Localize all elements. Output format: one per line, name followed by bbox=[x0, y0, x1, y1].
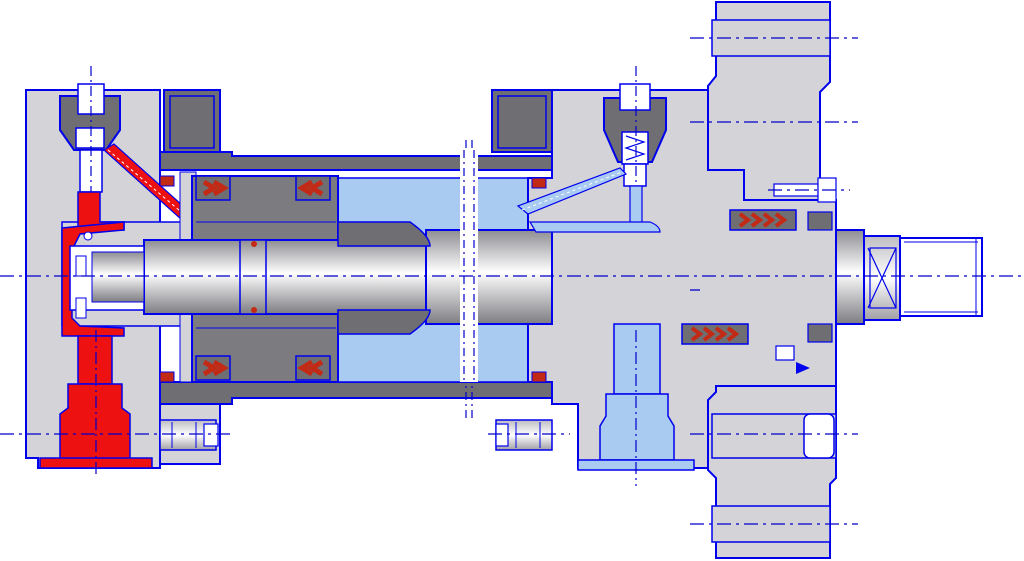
rear-tie-rod bbox=[159, 89, 221, 465]
bleed-valve-rear bbox=[59, 66, 121, 205]
check-valve-front bbox=[603, 66, 667, 230]
rod-end-thread bbox=[863, 235, 983, 321]
centerlines bbox=[0, 37, 1024, 525]
rear-port bbox=[39, 191, 153, 478]
front-drilling bbox=[516, 167, 643, 231]
front-tie-rod bbox=[495, 419, 553, 451]
break-lines bbox=[460, 140, 478, 420]
rod-seals bbox=[681, 209, 833, 345]
cushion-spear bbox=[337, 221, 431, 335]
piston-seals bbox=[159, 175, 331, 383]
front-port bbox=[528, 221, 695, 486]
